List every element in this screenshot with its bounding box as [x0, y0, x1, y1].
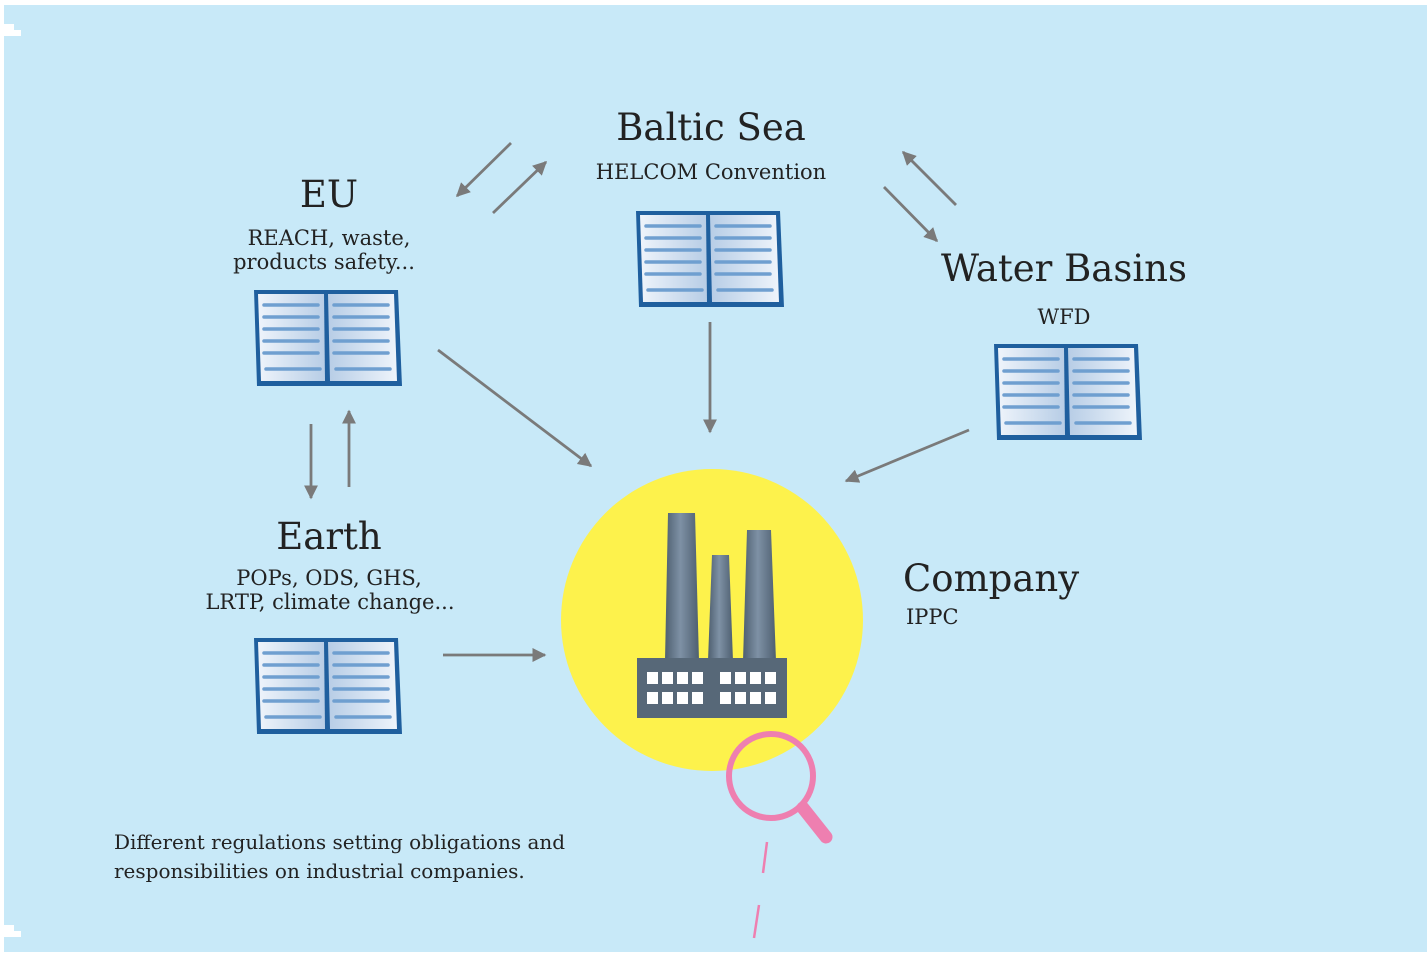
arrow-water-to-company	[844, 428, 970, 483]
book-icon	[252, 636, 404, 736]
arrow-eu-to-company	[437, 348, 593, 468]
water-basins-title: Water Basins	[941, 247, 1187, 290]
earth-subtitle-line-1: POPs, ODS, GHS,	[236, 566, 422, 590]
relationship-arrows	[304, 142, 970, 662]
eu-title: EU	[299, 173, 359, 216]
company-subtitle: IPPC	[906, 605, 959, 629]
earth-subtitle-line-2: LRTP, climate change...	[205, 590, 455, 614]
arrow-eu-to-baltic	[492, 160, 548, 215]
baltic-sea-subtitle: HELCOM Convention	[595, 160, 827, 184]
diagram-caption: Different regulations setting obligation…	[114, 828, 565, 886]
corner-notch-top	[0, 24, 14, 36]
eu-subtitle-line-2: products safety...	[233, 250, 415, 274]
book-icon	[992, 342, 1144, 442]
arrow-water-to-baltic	[902, 151, 957, 206]
caption-line-1: Different regulations setting obligation…	[114, 830, 566, 854]
corner-notch-top-small	[14, 30, 21, 36]
arrow-baltic-to-water	[883, 186, 938, 242]
corner-notch-bottom	[0, 925, 14, 937]
book-icon	[634, 209, 786, 309]
book-icon	[252, 288, 404, 388]
water-basins-subtitle: WFD	[1037, 305, 1091, 329]
baltic-sea-title: Baltic Sea	[616, 106, 806, 149]
corner-notch-bottom-small	[14, 931, 21, 937]
earth-title: Earth	[276, 515, 382, 558]
factory-icon	[637, 513, 787, 718]
caption-line-2: responsibilities on industrial companies…	[114, 859, 525, 883]
eu-subtitle-line-1: REACH, waste,	[247, 226, 411, 250]
magnifier-icon	[726, 731, 833, 939]
company-title: Company	[903, 557, 1080, 600]
arrow-baltic-to-eu	[456, 142, 512, 197]
